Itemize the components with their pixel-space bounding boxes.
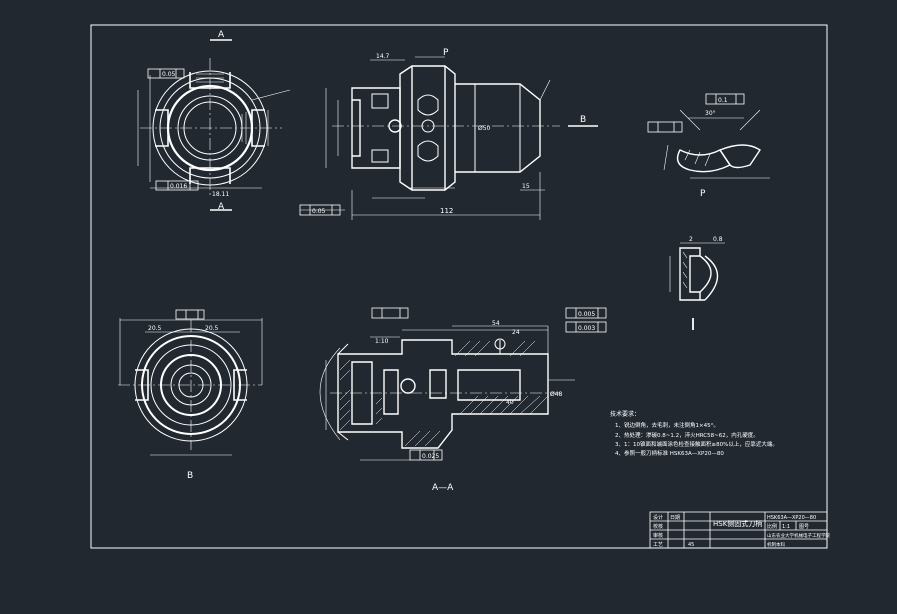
- scale-label: 比例: [767, 523, 777, 530]
- notes-title: 技术要求：: [610, 410, 640, 418]
- dim-taper: 1:10: [375, 338, 389, 345]
- title-row-3: 审核: [653, 532, 663, 539]
- technical-notes: 技术要求： 1、锐边倒角，去毛刺，未注倒角1×45°。 2、热处理：渗碳0.8~…: [610, 410, 778, 457]
- flatness-value: 0.05: [162, 71, 176, 78]
- view-p: [663, 109, 770, 179]
- company-line-2: 机制本科: [767, 541, 785, 548]
- dim-54: 54: [492, 320, 500, 327]
- main-elevation-dims: [300, 56, 598, 220]
- tolerance-frames-top: [147, 68, 199, 191]
- title-block: [649, 511, 828, 549]
- section-mark-top: A: [218, 30, 225, 40]
- note-item-4: 4、参照一般刀柄标准 HSK63A—XP20—80: [615, 449, 724, 457]
- dim-dia-48: Ø48: [550, 391, 563, 398]
- runout-a-value: 0.005: [578, 311, 595, 318]
- dim-15: 15: [522, 183, 530, 190]
- dim-14-7: 14.7: [376, 53, 390, 60]
- drawing-number: HSK63A—XP20—80: [767, 515, 816, 521]
- view-p-caption: P: [700, 189, 706, 199]
- dim-18-11: 18.11: [212, 191, 229, 198]
- detail-i: [669, 242, 725, 330]
- company-line-1: 山东农业大学机械电子工程学院: [767, 532, 830, 539]
- runout-e-value: 0.025: [422, 453, 439, 460]
- note-item-2: 2、热处理：渗碳0.8~1.2，淬火HRC58~62，内孔硬度。: [615, 431, 759, 439]
- section-aa: [337, 338, 549, 449]
- view-b: [118, 318, 263, 456]
- drawing-title: HSK侧固式刀柄: [713, 519, 762, 528]
- view-b-caption: B: [187, 471, 193, 481]
- runout-frame-main: [299, 204, 341, 216]
- width-20-5-left: 20.5: [148, 325, 162, 332]
- sheet-label: 图号: [799, 524, 809, 530]
- scale-value: 1:1: [782, 524, 790, 530]
- runout-b-value: 0.003: [578, 325, 595, 332]
- note-item-3: 3、1：10锥面和端面涂色检查接触面积≥80%以上，应靠近大端。: [615, 440, 778, 448]
- section-aa-frames: [371, 307, 607, 461]
- view-p-frames: [647, 93, 745, 133]
- title-row-4: 工艺: [653, 542, 663, 548]
- runout-value-main: 0.05: [312, 208, 326, 215]
- dim-40: 40: [506, 399, 514, 406]
- title-row-1: 设计: [653, 514, 663, 521]
- title-row-2: 校核: [653, 523, 663, 530]
- section-aa-caption: A—A: [432, 483, 454, 493]
- sheet-border: [90, 24, 828, 549]
- view-b-arrow-label: B: [580, 115, 586, 125]
- section-aa-hatch: [339, 340, 549, 447]
- dim-0-8: 0.8: [713, 236, 723, 243]
- section-mark-bottom: A: [218, 202, 225, 212]
- dim-2: 2: [689, 236, 693, 243]
- tolerance-position-value: 0.016: [170, 183, 187, 190]
- main-elevation: [351, 65, 541, 191]
- side-view-top: [137, 39, 291, 211]
- view-b-frame: [175, 309, 205, 320]
- section-aa-dims: [319, 325, 575, 461]
- dim-dia-50: Ø50: [478, 125, 491, 132]
- runout-value-p: 0.1: [718, 97, 728, 104]
- width-20-5-right: 20.5: [205, 325, 219, 332]
- dim-30-deg: 30°: [705, 110, 716, 117]
- view-p-mark: P: [443, 48, 449, 58]
- dim-24: 24: [512, 329, 520, 336]
- note-item-1: 1、锐边倒角，去毛刺，未注倒角1×45°。: [615, 421, 719, 429]
- title-row-5: 日期: [670, 515, 680, 521]
- overall-length: 112: [440, 207, 453, 215]
- material: 45: [688, 542, 694, 548]
